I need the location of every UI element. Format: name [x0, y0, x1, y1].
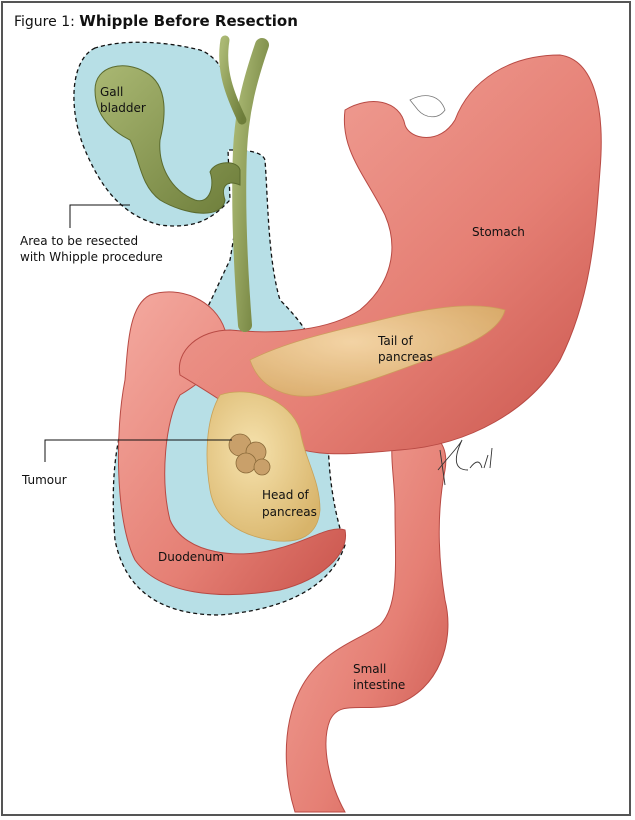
label-tumour: Tumour: [21, 473, 67, 487]
small-intestine: [285, 428, 449, 813]
hepatic-duct: [219, 35, 247, 125]
tail-of-pancreas: [249, 305, 506, 397]
label-resection-area-1: Area to be resected: [20, 234, 138, 248]
gall-bladder: [94, 65, 241, 214]
label-duodenum: Duodenum: [158, 550, 224, 564]
label-head-of-pancreas-1: Head of: [262, 488, 310, 502]
label-small-intestine-1: Small: [353, 662, 386, 676]
label-stomach: Stomach: [472, 225, 525, 239]
label-head-of-pancreas-2: pancreas: [262, 505, 317, 519]
label-tail-of-pancreas-1: Tail of: [377, 334, 414, 348]
label-gall-bladder-2: bladder: [100, 101, 146, 115]
tumour-leader-line: [44, 439, 232, 462]
figure-number: Figure 1:: [14, 14, 75, 30]
bile-duct: [232, 38, 269, 332]
label-resection-area-2: with Whipple procedure: [20, 250, 163, 264]
tumour: [228, 433, 271, 476]
artist-signature: [437, 439, 493, 486]
label-tail-of-pancreas-2: pancreas: [378, 350, 433, 364]
resection-leader-line: [69, 204, 130, 228]
figure-title-text: Whipple Before Resection: [79, 12, 298, 30]
label-small-intestine-2: intestine: [353, 678, 405, 692]
label-gall-bladder-1: Gall: [100, 85, 123, 99]
figure-title: Figure 1: Whipple Before Resection: [14, 12, 298, 30]
stomach-cut-end: [409, 95, 446, 118]
